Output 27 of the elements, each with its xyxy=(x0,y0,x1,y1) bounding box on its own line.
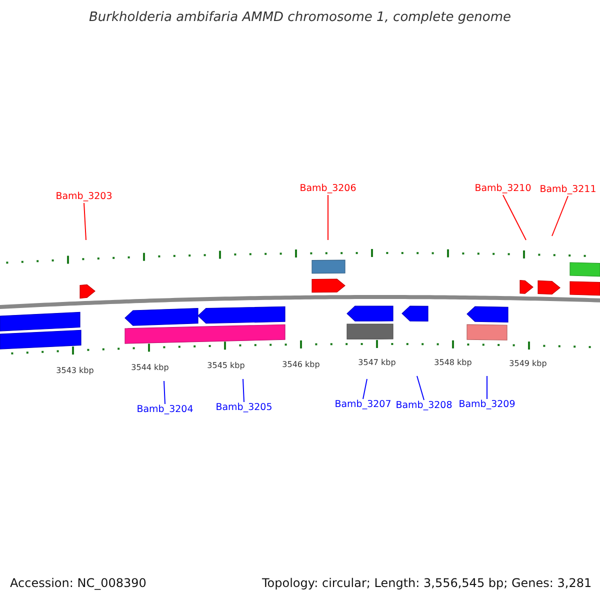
leader-line xyxy=(486,376,488,400)
leader-line xyxy=(552,196,568,236)
leader-line xyxy=(362,378,368,400)
gene-label: Bamb_3203 xyxy=(56,191,112,203)
gene-label: Bamb_3204 xyxy=(136,404,194,416)
scale-label: 3543 kbp xyxy=(56,366,94,375)
footer-text: Topology: circular; Length: 3,556,545 bp; Genes: 3,281 xyxy=(262,576,592,590)
gene-label: Bamb_3207 xyxy=(334,399,392,411)
gene-label: Bamb_3209 xyxy=(458,399,516,411)
leader-line xyxy=(502,194,526,240)
gene-label: Bamb_3211 xyxy=(540,184,596,196)
leader-line xyxy=(416,376,424,400)
gene-label: Bamb_3206 xyxy=(300,183,356,195)
gene-label: Bamb_3205 xyxy=(216,402,272,414)
scale-label: 3549 kbp xyxy=(509,359,547,368)
scale-label: 3544 kbp xyxy=(131,363,169,372)
leader-line xyxy=(242,378,244,402)
gene-label: Bamb_3208 xyxy=(396,400,452,412)
chart-title: Burkholderia ambifaria AMMD chromosome 1, complete genome xyxy=(88,10,512,25)
scale-label: 3547 kbp xyxy=(358,358,396,367)
scale-label: 3548 kbp xyxy=(434,358,472,367)
leader-line xyxy=(164,380,166,404)
gene-label: Bamb_3210 xyxy=(474,183,532,195)
scale-label: 3545 kbp xyxy=(207,361,245,370)
scale-label: 3546 kbp xyxy=(282,360,320,369)
leader-line xyxy=(84,202,86,240)
footer-text: Accession: NC_008390 xyxy=(10,576,146,590)
